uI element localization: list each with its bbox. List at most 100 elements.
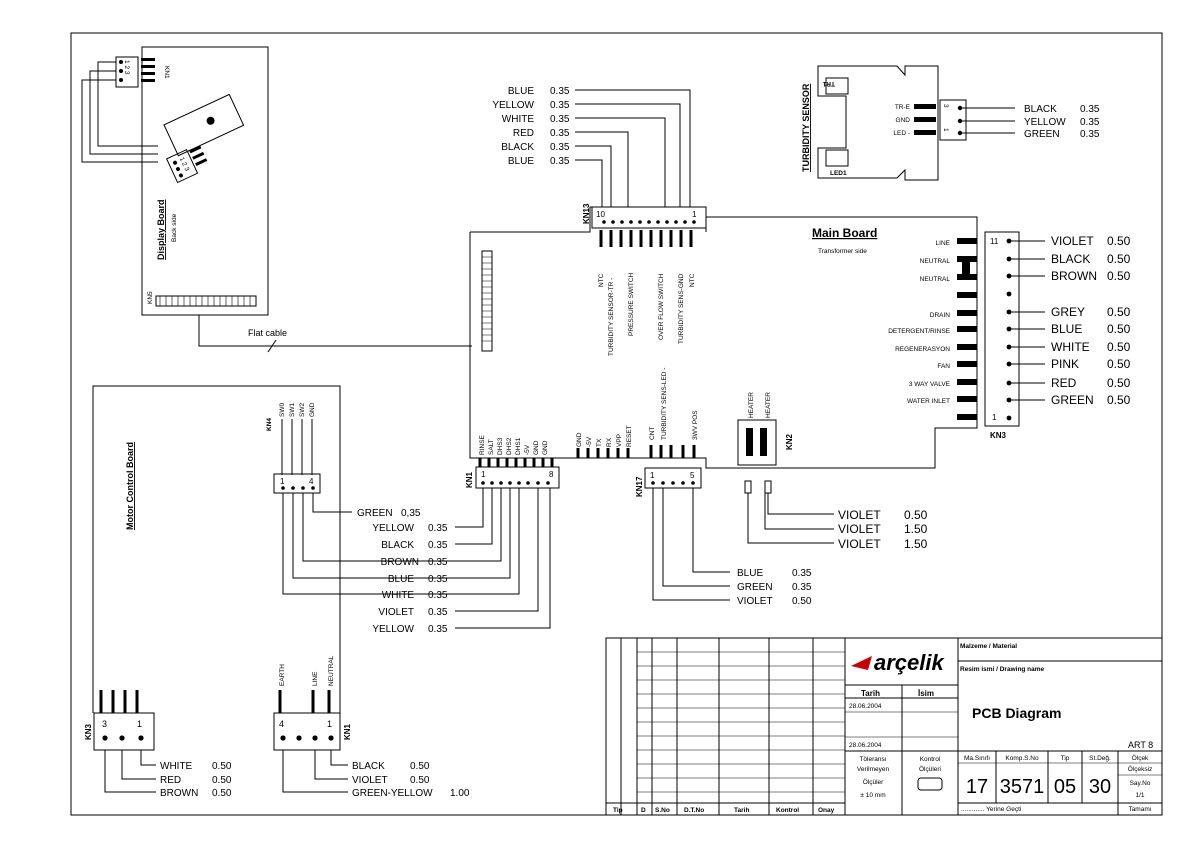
kn1-label: KN1 bbox=[465, 471, 474, 488]
kn13-sig-pressure: PRESSURE SWITCH bbox=[628, 272, 635, 336]
kn1-wire-4-color: BLUE bbox=[388, 574, 414, 585]
kn4-sw0: SW0 bbox=[279, 403, 286, 417]
kn4-gnd: GND bbox=[309, 402, 316, 417]
display-board-title: Display Board bbox=[156, 199, 166, 260]
main-board-subtitle: Transformer side bbox=[818, 248, 867, 255]
heater-label-2: HEATER bbox=[765, 392, 772, 418]
signal-neutral-2: NEUTRAL bbox=[920, 276, 951, 283]
motor-kn1-pin-first: 4 bbox=[279, 719, 284, 729]
main-flat-connector bbox=[481, 250, 493, 352]
motor-kn1-wire-2-size: 0.50 bbox=[410, 775, 430, 786]
val-komp-sno: 3571 bbox=[1000, 776, 1045, 798]
sig-gnd: GND bbox=[533, 440, 540, 455]
display-board-outline bbox=[141, 46, 269, 316]
sig-prog-minus5v: -5V bbox=[586, 436, 593, 447]
val-tip: 05 bbox=[1054, 776, 1076, 798]
tol-line-1: Töleransı bbox=[859, 756, 886, 763]
kn3-pin-first: 11 bbox=[990, 237, 999, 246]
kn13-wire-3-color: WHITE bbox=[502, 114, 535, 125]
kn17-label: KN17 bbox=[635, 476, 644, 497]
sig-rinse: RINSE bbox=[479, 434, 486, 455]
kn13-signals: NTC TURBIDITY SENSOR-TR - PRESSURE SWITC… bbox=[598, 230, 696, 356]
drawing-name-label: Resim ismi / Drawing name bbox=[960, 666, 1045, 673]
drawing-name: PCB Diagram bbox=[972, 705, 1061, 721]
signal-3-way-valve: 3 WAY VALVE bbox=[909, 381, 951, 388]
sig-dhs2: DHS2 bbox=[506, 437, 513, 455]
kn4-sw2: SW2 bbox=[299, 403, 306, 417]
kn3-wire-7-size: 0.50 bbox=[1107, 357, 1131, 371]
kn1-pin-last: 8 bbox=[549, 470, 554, 479]
val-ma-sinifi: 17 bbox=[966, 776, 988, 798]
sig-3wv-pos: 3WV POS bbox=[692, 410, 699, 440]
hdr-st-deg: St.Değ. bbox=[1089, 755, 1111, 762]
kn4-pin-first: 1 bbox=[280, 477, 285, 486]
kn13-wire-4-size: 0.35 bbox=[550, 128, 570, 139]
motor-kn3-label: KN3 bbox=[84, 723, 93, 740]
kn13-sig-ntc: NTC bbox=[598, 273, 605, 287]
sig-gnd-2: GND bbox=[542, 440, 549, 455]
display-kn1-connector bbox=[115, 56, 139, 88]
sig-cnt: CNT bbox=[649, 427, 656, 440]
signal-neutral: NEUTRAL bbox=[920, 258, 951, 265]
kn17-wire-3-size: 0.50 bbox=[792, 596, 812, 607]
motor-kn3-wire-1-size: 0.50 bbox=[212, 761, 232, 772]
main-right-signals: LINE NEUTRAL NEUTRAL DRAIN DETERGENT/RIN… bbox=[888, 238, 977, 420]
signal-detergent-rinse: DETERGENT/RINSE bbox=[888, 328, 950, 335]
kn3-wire-8-color: RED bbox=[1051, 376, 1077, 390]
pin-gnd: GND bbox=[896, 117, 911, 124]
date-2: 28.06.2004 bbox=[849, 742, 882, 749]
sheet-frame bbox=[70, 32, 1163, 816]
olcek-label: Ölçek bbox=[1132, 754, 1149, 762]
motor-kn1-pin-last: 1 bbox=[327, 719, 332, 729]
kn13-wire-1-color: BLUE bbox=[508, 86, 534, 97]
kn3-wire-1-size: 0.50 bbox=[1107, 234, 1131, 248]
motor-kn1-label: KN1 bbox=[343, 723, 352, 740]
sig-vpp: VPP bbox=[616, 434, 623, 447]
kn1-wire-1-color: YELLOW bbox=[372, 523, 414, 534]
signal-fan: FAN bbox=[937, 363, 950, 370]
flat-cable-label: Flat cable bbox=[248, 328, 287, 338]
turb-wire-1-size: 0.35 bbox=[1080, 104, 1100, 115]
sig-rx: RX bbox=[606, 437, 613, 447]
val-st-deg: 30 bbox=[1089, 776, 1111, 798]
signal-drain: DRAIN bbox=[930, 312, 951, 319]
kn13-sig-turbidity-gnd: TURBIDITY SENS-GND bbox=[678, 273, 685, 344]
turb-wire-3-size: 0.35 bbox=[1080, 129, 1100, 140]
kn13-wire-5-size: 0.35 bbox=[550, 142, 570, 153]
kn1-wire-4-size: 0.35 bbox=[428, 574, 448, 585]
heater-wire-1-size: 0.50 bbox=[904, 508, 928, 522]
kn1-pin-first: 1 bbox=[481, 470, 486, 479]
kn13-wire-2-color: YELLOW bbox=[492, 100, 534, 111]
kn3-wire-4-size: 0.50 bbox=[1107, 305, 1131, 319]
display-kn5-connector bbox=[155, 295, 257, 307]
sig-dhs1: DHS1 bbox=[515, 437, 522, 455]
turb-wire-2-size: 0.35 bbox=[1080, 117, 1100, 128]
pin-tr-e: TR-E bbox=[895, 104, 911, 111]
motor-board-title: Motor Control Board bbox=[125, 442, 135, 530]
kn13-wire-5-color: BLACK bbox=[501, 142, 534, 153]
kn3-wire-5-color: BLUE bbox=[1051, 322, 1082, 336]
kn17-wire-1-size: 0.35 bbox=[792, 568, 812, 579]
kn3-wire-7-color: PINK bbox=[1051, 357, 1079, 371]
motor-kn1-wire-2-color: VIOLET bbox=[352, 775, 388, 786]
kn1-wire-5-size: 0.35 bbox=[428, 590, 448, 601]
kn17-pin-first: 1 bbox=[650, 471, 655, 480]
motor-kn3-wire-1-color: WHITE bbox=[160, 761, 193, 772]
kn13-label: KN13 bbox=[582, 203, 591, 224]
display-kn5-label: KN5 bbox=[147, 291, 154, 304]
kn4-wire-color: GREEN bbox=[357, 508, 393, 519]
rev-hdr-onay: Onay bbox=[818, 807, 835, 814]
turb-wire-1-color: BLACK bbox=[1024, 104, 1057, 115]
kn3-wire-6-color: WHITE bbox=[1051, 340, 1090, 354]
kontrol-line-2: Ölçüleri bbox=[919, 765, 941, 773]
kn13-sig-turbidity-tr: TURBIDITY SENSOR-TR - bbox=[608, 278, 615, 356]
turb-pin-3: 3 bbox=[942, 104, 949, 108]
display-board: Display Board Back side 1 2 3 KN1 1 2 3 … bbox=[81, 46, 269, 316]
material-label: Malzeme / Material bbox=[960, 643, 1017, 650]
date-1: 28.06.2004 bbox=[849, 703, 882, 710]
rev-hdr-sno: S.No bbox=[655, 807, 670, 814]
sig-tx: TX bbox=[596, 438, 603, 447]
